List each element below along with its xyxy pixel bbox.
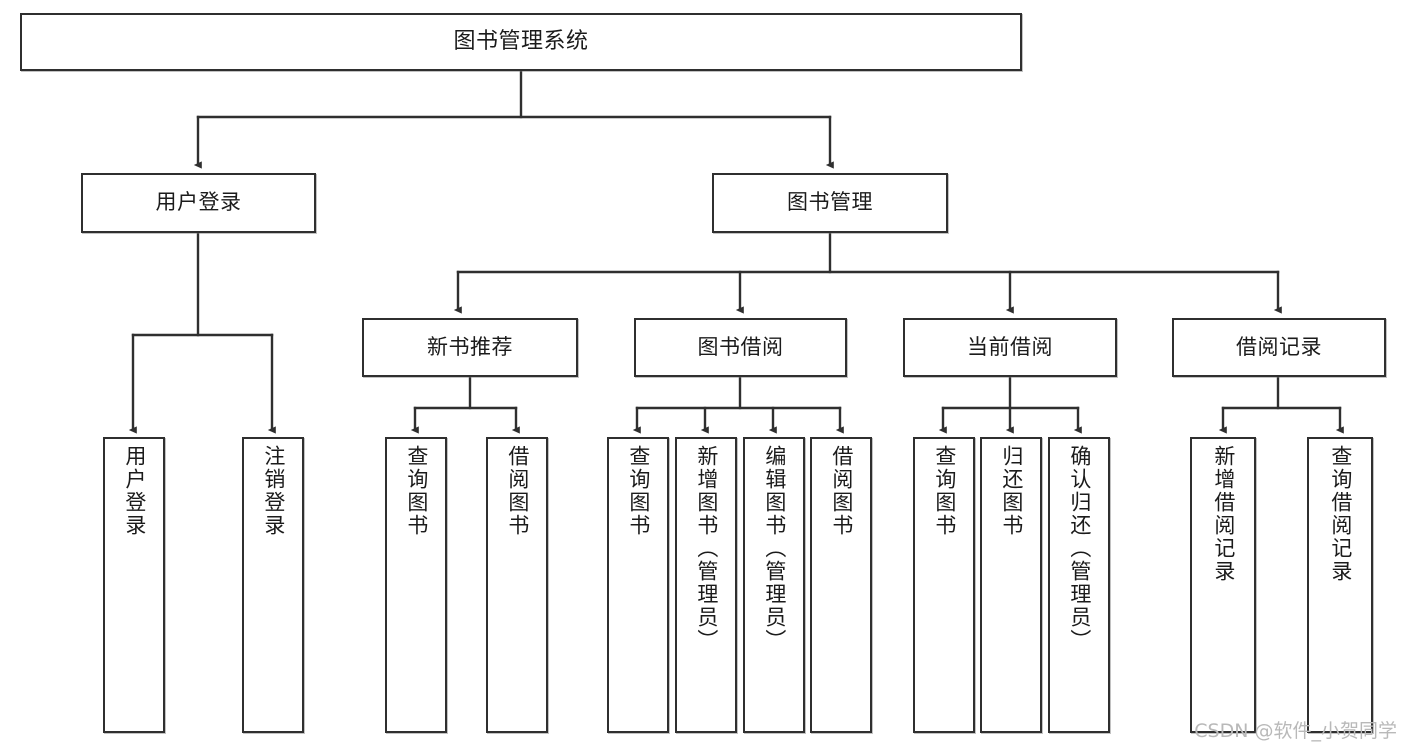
node-label: 归还图书 (999, 445, 1024, 537)
leaf-user-login-logout[interactable]: 注销登录 (242, 437, 304, 733)
node-label: 图书管理系统 (453, 28, 589, 54)
node-label: 当前借阅 (967, 334, 1053, 359)
node-label: 借阅图书 (829, 445, 854, 537)
leaf-user-login-login[interactable]: 用户登录 (103, 437, 165, 733)
node-label: 查询图书 (932, 445, 957, 537)
leaf-book-borrow-query-book[interactable]: 查询图书 (607, 437, 669, 733)
leaf-new-book-borrow-book[interactable]: 借阅图书 (486, 437, 548, 733)
leaf-borrow-record-add-record[interactable]: 新增借阅记录 (1190, 437, 1256, 733)
node-label: 查询图书 (404, 445, 429, 537)
node-current-borrow[interactable]: 当前借阅 (903, 318, 1117, 377)
leaf-current-borrow-return-book[interactable]: 归还图书 (980, 437, 1042, 733)
leaf-borrow-record-query-record[interactable]: 查询借阅记录 (1307, 437, 1373, 733)
node-label: 新增借阅记录 (1211, 445, 1236, 583)
leaf-book-borrow-add-book-admin[interactable]: 新增图书（管理员） (675, 437, 737, 733)
node-user-login[interactable]: 用户登录 (81, 173, 316, 233)
node-label: 图书借阅 (697, 334, 784, 359)
node-label: 查询图书 (626, 445, 651, 537)
leaf-current-borrow-query-book[interactable]: 查询图书 (913, 437, 975, 733)
leaf-current-borrow-confirm-return-admin[interactable]: 确认归还（管理员） (1048, 437, 1110, 733)
node-label: 用户登录 (122, 445, 147, 537)
node-book-management[interactable]: 图书管理 (712, 173, 948, 233)
node-label: 编辑图书（管理员） (762, 445, 787, 652)
leaf-book-borrow-edit-book-admin[interactable]: 编辑图书（管理员） (743, 437, 805, 733)
node-label: 新书推荐 (427, 334, 513, 359)
leaf-book-borrow-borrow-book[interactable]: 借阅图书 (810, 437, 872, 733)
node-label: 借阅记录 (1236, 334, 1322, 359)
node-new-book-recommendation[interactable]: 新书推荐 (362, 318, 578, 377)
node-book-borrow[interactable]: 图书借阅 (634, 318, 847, 377)
csdn-watermark: CSDN @软件_小贺同学 (1194, 720, 1397, 742)
node-label: 图书管理 (787, 190, 873, 215)
node-label: 查询借阅记录 (1328, 445, 1353, 583)
node-label: 用户登录 (155, 190, 242, 215)
node-label: 注销登录 (261, 445, 286, 537)
leaf-new-book-query-book[interactable]: 查询图书 (385, 437, 447, 733)
node-label: 确认归还（管理员） (1067, 445, 1092, 652)
node-borrow-record[interactable]: 借阅记录 (1172, 318, 1386, 377)
node-root-library-management-system[interactable]: 图书管理系统 (20, 13, 1022, 71)
node-label: 借阅图书 (505, 445, 530, 537)
node-label: 新增图书（管理员） (694, 445, 719, 652)
